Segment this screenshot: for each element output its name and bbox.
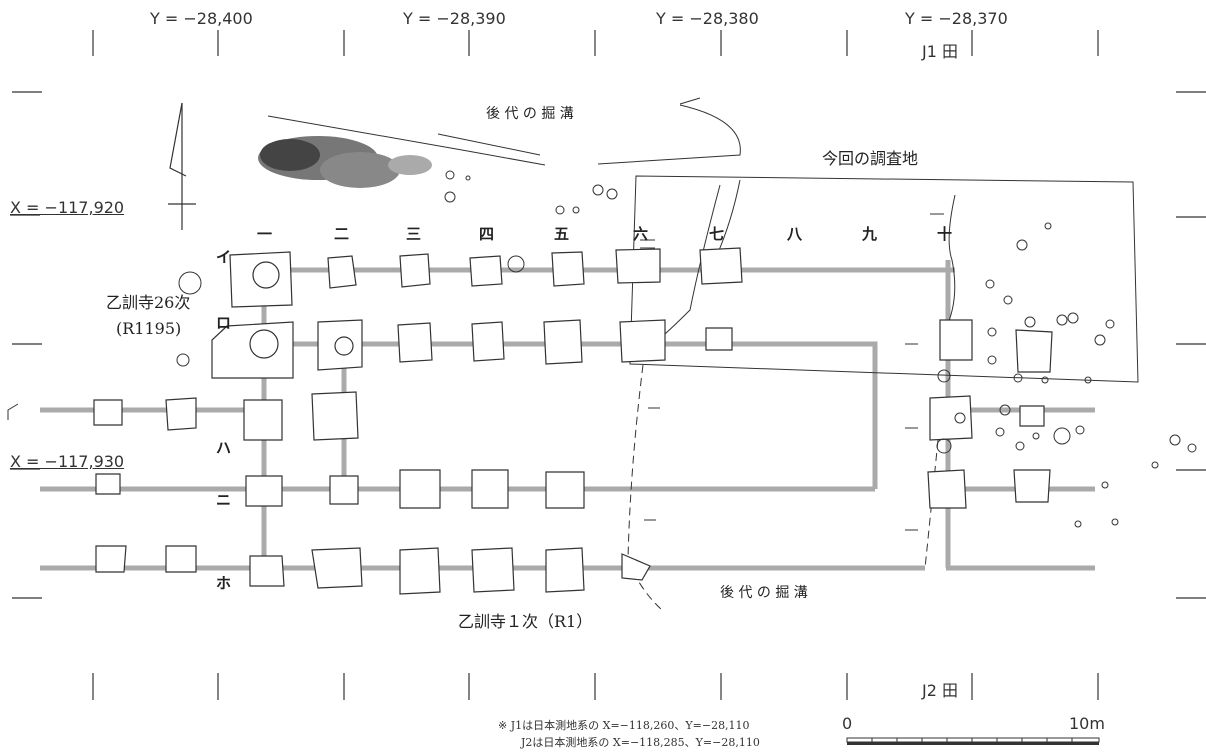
ditch-marks [7,213,944,531]
footnote-j1: ※ J1は日本測地系の X=−118,260、Y=−28,110 [498,719,750,732]
survey-26-code: (R1195) [116,319,182,338]
later-ditch-label-top: 後 代 の 掘 溝 [486,106,574,122]
column-6: 六 [633,225,649,243]
row-ha: ハ [216,439,232,457]
y-coord-label-1: Y = −28,400 [150,9,253,28]
survey-26-label: 乙訓寺26次 [106,293,191,312]
y-coord-label-4: Y = −28,370 [905,9,1008,28]
column-5: 五 [554,225,570,243]
first-survey-label: 乙訓寺１次（R1） [458,612,593,631]
column-3: 三 [406,225,422,243]
later-ditch-label-bottom: 後 代 の 掘 溝 [720,585,808,601]
y-coord-label-3: Y = −28,380 [656,9,759,28]
column-10: 十 [937,225,953,243]
column-7: 七 [709,225,725,243]
row-ho: ホ [216,574,232,592]
scale-end-label: 10m [1069,714,1105,733]
benchmark-j1: J1 田 [922,42,959,61]
pillar-stones [93,247,1053,595]
grid-square-icon: 田 [942,681,959,700]
grid-square-icon: 田 [942,42,959,61]
column-2: 二 [334,225,350,243]
channel-dashed [627,364,939,611]
later-ditch-outline [267,97,741,166]
x-coord-label-1: X = −117,920 [10,198,125,217]
grid-ticks [10,30,1206,700]
current-survey-label: 今回の調査地 [822,149,919,168]
row-i: イ [216,248,232,266]
survey-area-outline [629,175,1139,383]
scatter-circles [176,170,1197,528]
column-8: 八 [787,225,803,243]
column-1: 一 [257,225,273,243]
scale-start-label: 0 [842,714,853,733]
footnote-j2: J2は日本測地系の X=−118,285、Y=−28,110 [521,736,760,749]
benchmark-j2: J2 田 [922,681,959,700]
x-coord-label-2: X = −117,930 [10,452,125,471]
column-9: 九 [862,225,878,243]
y-coord-label-2: Y = −28,390 [403,9,506,28]
row-ro: ロ [216,314,232,332]
north-arrow-icon [168,102,196,230]
scale-bar [846,737,1100,745]
gravel-scatter [258,136,432,188]
row-ni: ニ [216,491,232,509]
column-4: 四 [479,225,495,243]
